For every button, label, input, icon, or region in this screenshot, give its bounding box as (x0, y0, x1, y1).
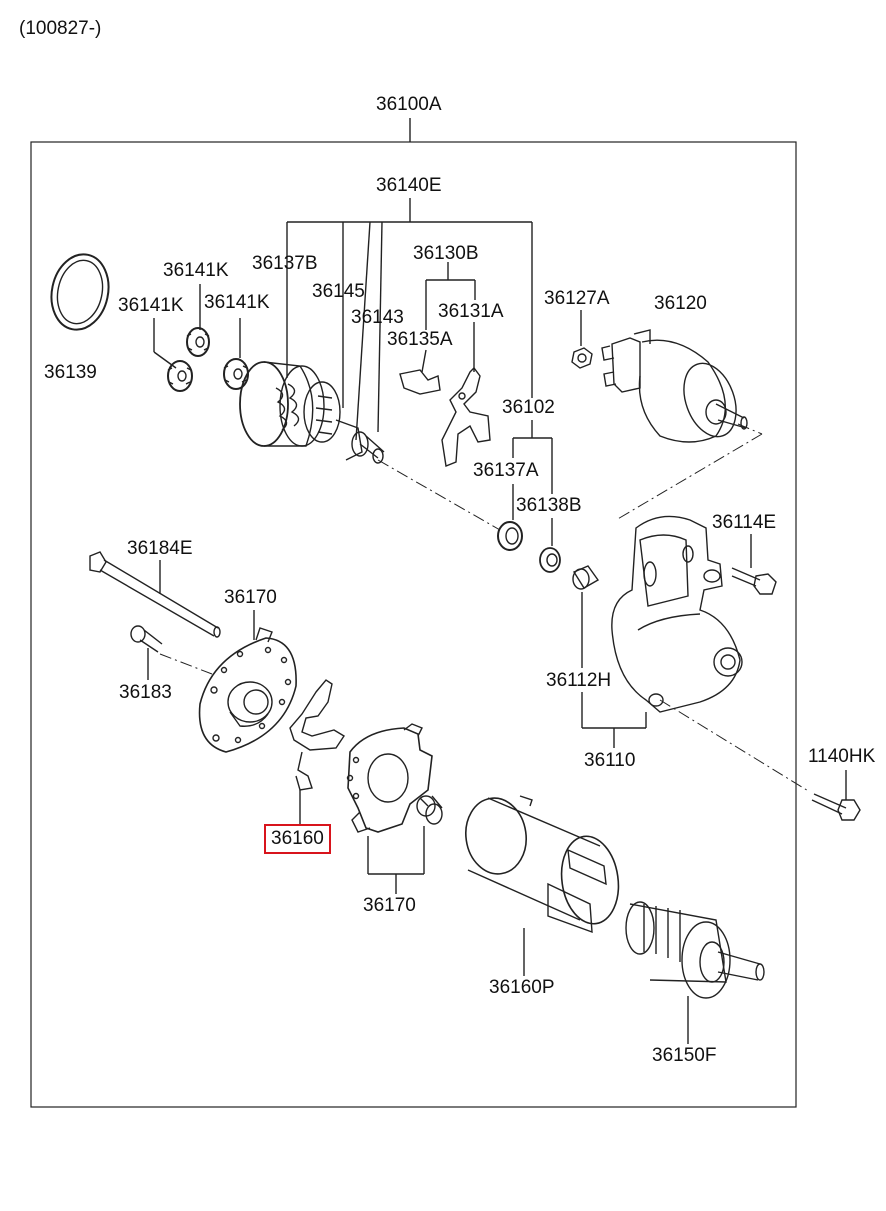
part-label-36184E[interactable]: 36184E (127, 538, 193, 559)
bolt-1140HK (811, 793, 861, 821)
part-label-36150F[interactable]: 36150F (652, 1045, 717, 1066)
yoke-assembly-36160P (465, 795, 620, 934)
part-label-36140E[interactable]: 36140E (376, 175, 442, 196)
part-label-36143[interactable]: 36143 (351, 307, 404, 328)
part-label-36102[interactable]: 36102 (502, 397, 555, 418)
washer-36138B (539, 547, 561, 573)
drive-lever-36131A (441, 366, 491, 467)
assembly-frame (30, 141, 797, 1108)
part-label-36160P[interactable]: 36160P (489, 977, 555, 998)
armature-36150F (625, 901, 765, 999)
part-label-36170-bottom[interactable]: 36170 (363, 895, 416, 916)
part-label-36145[interactable]: 36145 (312, 281, 365, 302)
part-label-36120[interactable]: 36120 (654, 293, 707, 314)
nut-36127A (571, 347, 593, 369)
bushing-36112H (572, 565, 600, 590)
brush-36160 (289, 679, 345, 791)
serial-range-label: (100827-) (19, 18, 102, 39)
part-label-36170-top[interactable]: 36170 (224, 587, 277, 608)
part-label-36141K-left[interactable]: 36141K (118, 295, 184, 316)
overrunning-clutch-36137B (239, 361, 385, 464)
o-ring-36139 (50, 253, 110, 331)
part-label-36137B[interactable]: 36137B (252, 253, 318, 274)
leader-36140E (286, 198, 533, 441)
part-label-36127A[interactable]: 36127A (544, 288, 610, 309)
part-label-36110[interactable]: 36110 (584, 750, 636, 771)
part-label-36183[interactable]: 36183 (119, 682, 172, 703)
part-label-36141K-right[interactable]: 36141K (204, 292, 270, 313)
assembly-axis-lines (159, 423, 811, 793)
planet-gear-36141K-c (223, 358, 249, 390)
part-label-36137A[interactable]: 36137A (473, 460, 539, 481)
bushing-36170 (416, 795, 443, 825)
part-label-36114E[interactable]: 36114E (712, 512, 777, 533)
part-label-36131A[interactable]: 36131A (438, 301, 504, 322)
leader-36170-bottom (367, 826, 425, 894)
part-label-36139[interactable]: 36139 (44, 362, 97, 383)
planet-gear-36141K-a (186, 327, 210, 357)
part-label-36160-highlighted[interactable]: 36160 (264, 824, 331, 854)
part-label-36135A[interactable]: 36135A (387, 329, 453, 350)
part-label-36141K-top[interactable]: 36141K (163, 260, 229, 281)
solenoid-switch-36120 (601, 329, 748, 443)
through-bolt-36184E (89, 551, 221, 638)
leader-36130B (421, 262, 476, 373)
lever-packing-36135A (399, 369, 441, 395)
rear-bracket-36170 (198, 627, 297, 753)
part-label-36100A[interactable]: 36100A (376, 94, 442, 115)
leader-36110 (581, 592, 647, 748)
part-label-36112H[interactable]: 36112H (546, 670, 612, 691)
part-label-1140HK[interactable]: 1140HK (808, 746, 876, 767)
part-label-36130B[interactable]: 36130B (413, 243, 479, 264)
front-housing-36110 (611, 515, 743, 713)
screw-36183 (130, 625, 163, 653)
planet-gear-36141K-b (167, 360, 193, 392)
leader-36102 (512, 420, 553, 546)
brush-holder-36170 (346, 723, 433, 833)
bolt-36114E (731, 567, 777, 595)
bushing-36137A (497, 521, 523, 551)
part-label-36138B[interactable]: 36138B (516, 495, 582, 516)
